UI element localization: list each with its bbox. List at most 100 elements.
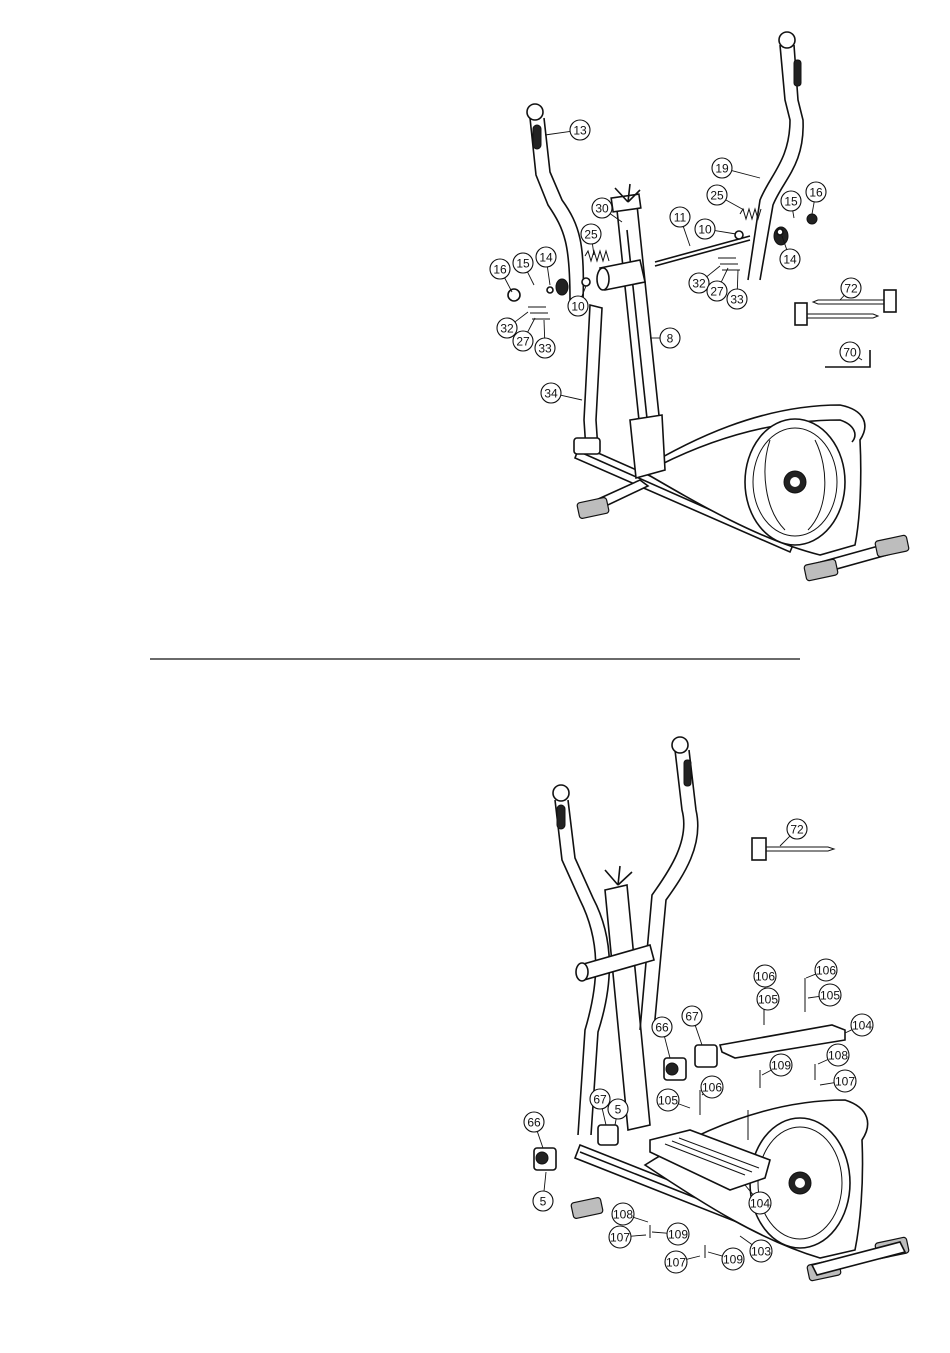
callout-d106c: 106 [701,1076,723,1098]
callout-label: 108 [613,1208,633,1222]
callout-label: 10 [571,300,585,314]
callout-label: 32 [500,322,514,336]
callout-label: 103 [751,1245,771,1259]
callout-d105c: 105 [657,1089,690,1111]
callout-label: 66 [527,1116,541,1130]
callout-label: 27 [516,335,530,349]
callout-c27a: 27 [513,318,535,351]
callout-label: 70 [843,346,857,360]
callout-c33b: 33 [727,270,747,309]
callout-leader [840,295,844,300]
callout-c15a: 15 [513,253,534,285]
callout-label: 109 [771,1059,791,1073]
callout-d106a: 106 [754,965,776,990]
callout-label: 11 [674,211,687,225]
callout-leader [615,1119,616,1125]
callout-label: 33 [538,342,552,356]
callout-c19: 19 [712,158,760,178]
callout-label: 105 [820,989,840,1003]
callout-leader [515,312,528,322]
callout-label: 72 [844,282,858,296]
main-mast [617,205,660,430]
callout-label: 5 [540,1195,547,1209]
callout-label: 106 [702,1081,722,1095]
callout-leader [664,1037,670,1058]
callout-d66b: 66 [524,1112,544,1148]
callout-leader [505,278,512,292]
callout-c15b: 15 [781,191,801,218]
callout-c10b: 10 [695,219,736,239]
callout-label: 19 [715,162,729,176]
callout-leader [845,1030,852,1033]
callout-d105b: 105 [808,984,841,1006]
callout-leader [818,1060,828,1064]
callout-c72a: 72 [840,278,861,300]
callout-d104a: 104 [845,1014,873,1036]
callout-label: 107 [835,1075,855,1089]
callout-label: 14 [783,253,797,267]
callout-leader [715,231,736,234]
callout-leader [561,395,582,400]
callout-label: 14 [539,251,553,265]
callout-label: 105 [758,993,778,1007]
callout-label: 10 [698,223,712,237]
callout-c34: 34 [541,383,582,403]
callout-leader [732,171,760,178]
callout-label: 105 [658,1094,678,1108]
callout-leader [695,1025,702,1045]
step-bottom-drawing [534,737,909,1281]
callout-label: 8 [667,332,674,346]
callout-c33a: 33 [535,320,555,358]
callout-label: 25 [584,228,598,242]
callout-leader [544,320,545,338]
callout-c8: 8 [650,328,680,348]
callout-leader [820,1083,834,1085]
lower-arm-34 [584,305,602,450]
callout-leader [544,1172,546,1191]
callout-label: 33 [730,293,744,307]
callout-c11: 11 [670,207,690,246]
tool-72 [752,838,766,860]
callout-leader [545,131,570,135]
callout-d109c: 109 [708,1248,744,1270]
callout-leader [527,272,534,285]
callout-label: 104 [750,1197,770,1211]
callout-leader [687,1256,700,1259]
callout-label: 27 [710,285,724,299]
callout-label: 72 [790,823,804,837]
callout-label: 13 [573,124,587,138]
callout-leader [537,1131,543,1148]
callout-label: 5 [615,1103,622,1117]
callout-d72: 72 [780,819,807,846]
callout-leader [678,1104,690,1108]
callout-c70: 70 [840,342,862,362]
callout-c25b: 25 [707,185,744,210]
callout-leader [547,267,550,285]
callout-label: 108 [828,1049,848,1063]
callout-leader [793,211,794,218]
callout-leader [528,318,535,332]
callout-c16a: 16 [490,259,512,292]
callout-leader [683,226,690,246]
callout-d106b: 106 [806,959,837,981]
callout-label: 67 [593,1093,607,1107]
callout-d107b: 107 [609,1226,646,1248]
callout-leader [780,836,790,846]
callout-d5b: 5 [533,1172,553,1211]
callout-d103: 103 [740,1236,772,1262]
callout-c14a: 14 [536,247,556,285]
callout-c27b: 27 [707,268,728,301]
callout-label: 66 [655,1021,669,1035]
callout-d66a: 66 [652,1017,672,1058]
main-mast [605,885,650,1130]
callout-leader [806,974,816,978]
callout-label: 30 [595,202,609,216]
callout-leader [812,202,814,214]
bracket-67 [695,1045,717,1067]
callout-c16b: 16 [806,182,826,214]
callout-c10a: 10 [568,286,588,316]
callout-label: 109 [723,1253,743,1267]
callout-leader [633,1217,648,1222]
